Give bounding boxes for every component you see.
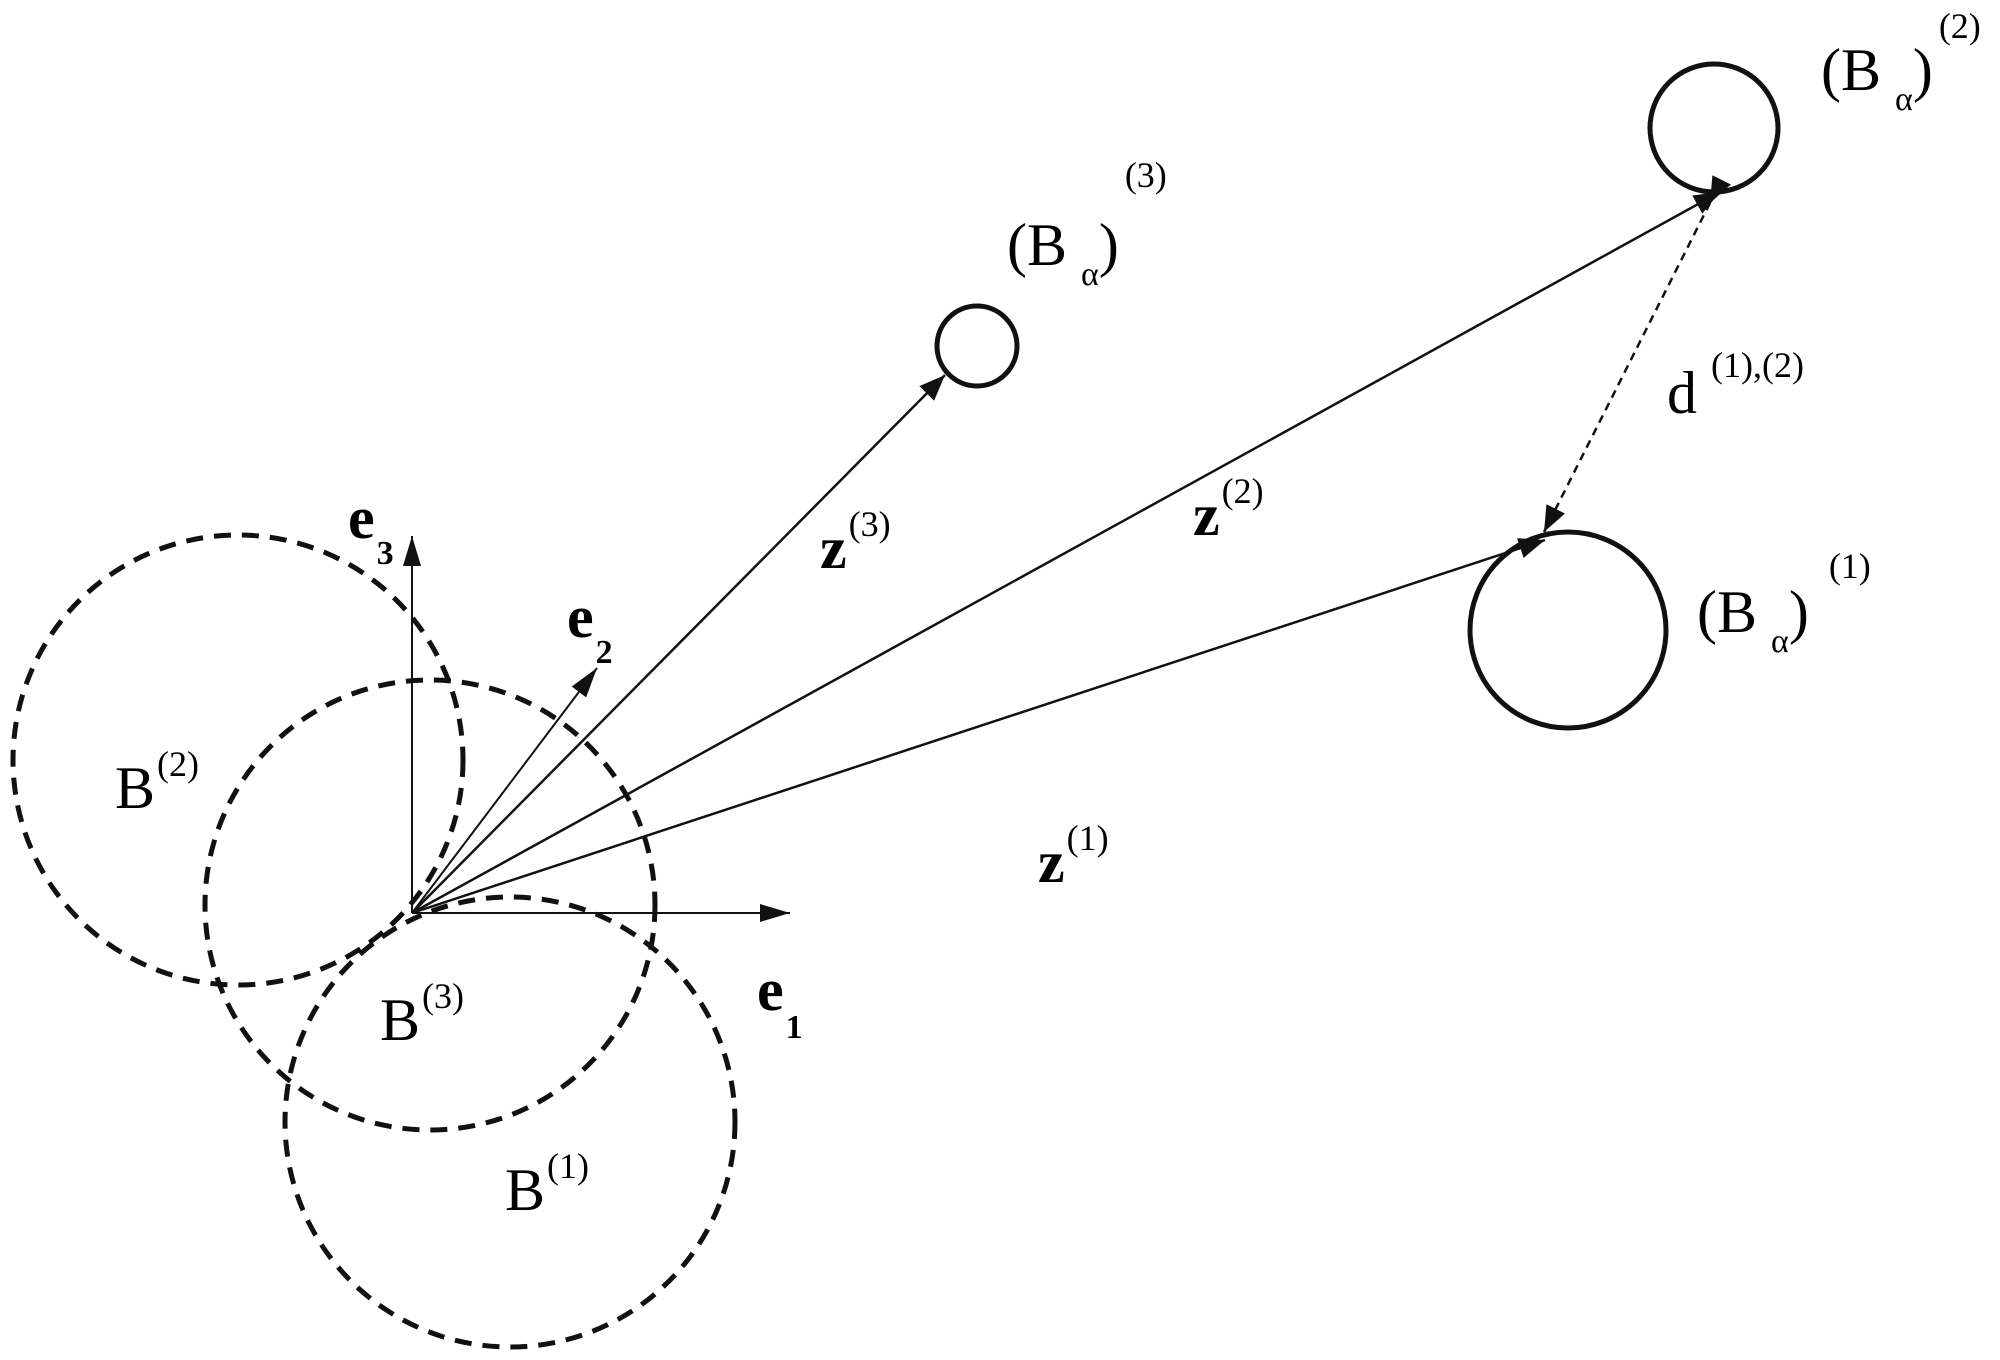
ball-b2-circle [10,532,466,988]
e2-axis-arrow [411,667,598,914]
label-e1: e1 [757,957,803,1046]
label-e3: e3 [348,485,394,572]
ball-alpha-2-circle [1647,61,1781,195]
label-b1: B(1) [505,1146,589,1223]
label-z2: z(2) [1193,471,1264,548]
z3-vector-arrow [411,374,946,914]
ball-b1-circle [282,894,738,1350]
label-z1: z(1) [1038,818,1109,895]
distance-d-arrow [1542,175,1731,533]
z1-vector-arrow [411,538,1546,915]
ball-b3-circle [202,677,658,1133]
label-e2: e2 [567,584,613,671]
label-distance-d: d(1),(2) [1667,345,1804,426]
ball-alpha-1-circle [1467,529,1669,731]
z2-vector-arrow [411,190,1721,915]
label-z3: z(3) [820,504,891,581]
label-b2: B(2) [115,744,199,821]
label-b3: B(3) [380,976,464,1053]
ball-alpha-3-circle [934,303,1020,389]
